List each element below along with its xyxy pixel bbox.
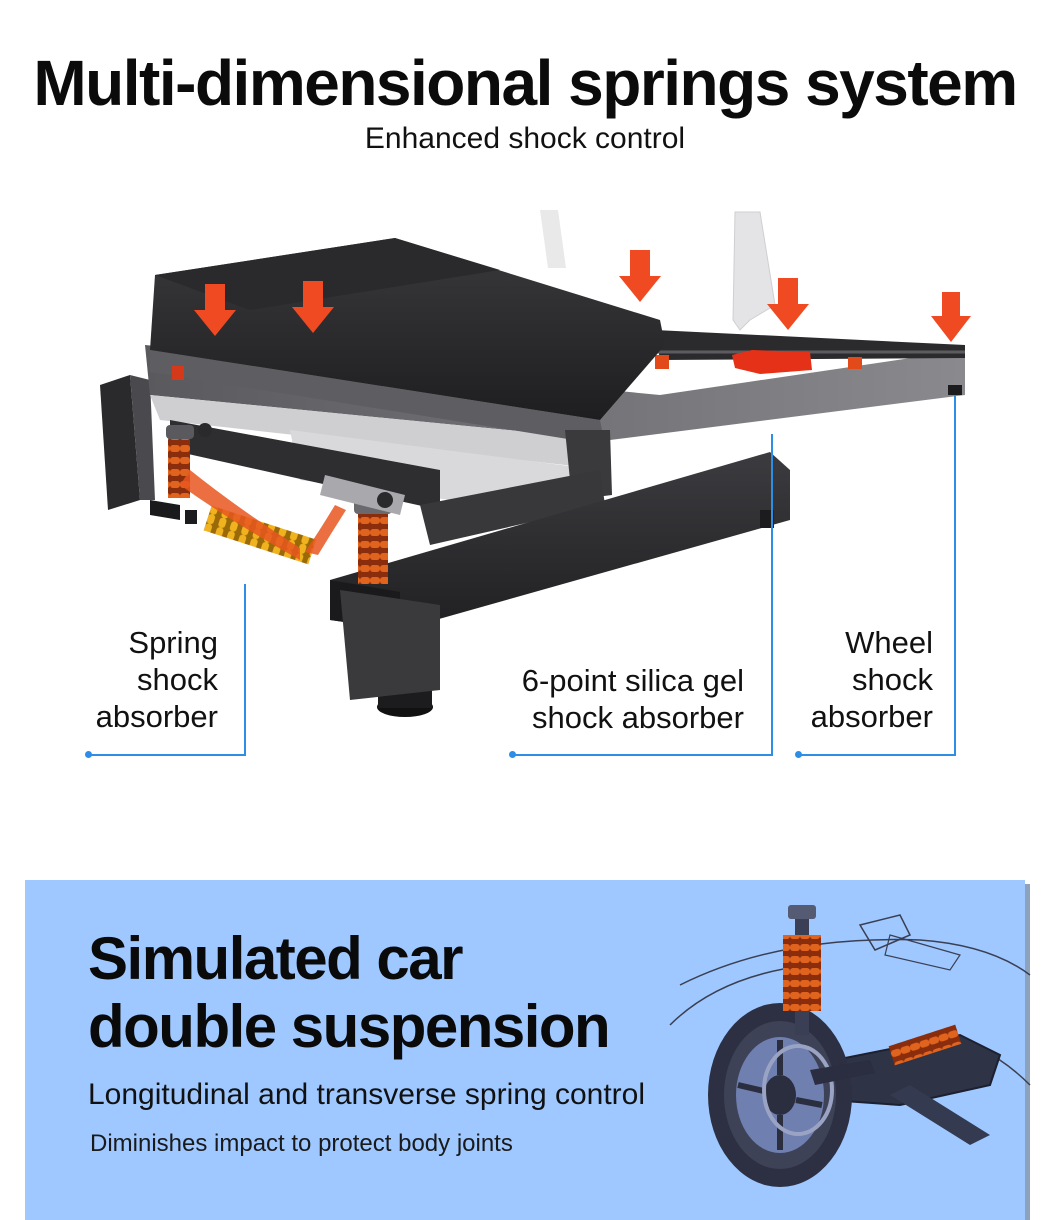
callout-spring-line3: absorber: [95, 699, 218, 734]
callout-spring-line1: Spring: [128, 625, 218, 660]
page-title: Multi-dimensional springs system: [33, 47, 1018, 119]
suspension-panel: [25, 880, 1025, 1220]
callout-line-wheel: [954, 395, 956, 756]
treadmill-illustration: [100, 210, 971, 717]
callout-line-spring-base: [88, 754, 246, 756]
callout-silica-line2: shock absorber: [532, 700, 744, 735]
callout-silica-gel-shock-absorber: 6-point silica gel shock absorber: [470, 662, 744, 736]
callout-line-spring: [244, 584, 246, 756]
suspension-subtitle: Longitudinal and transverse spring contr…: [88, 1078, 646, 1111]
callout-spring-line2: shock: [137, 662, 218, 697]
car-suspension-illustration: [669, 905, 1031, 1187]
callout-silica-line1: 6-point silica gel: [521, 663, 744, 698]
callout-spring-shock-absorber: Spring shock absorber: [60, 624, 218, 735]
callout-wheel-shock-absorber: Wheel shock absorber: [770, 624, 933, 735]
callout-line-wheel-base: [798, 754, 956, 756]
callout-wheel-line3: absorber: [810, 699, 933, 734]
callout-line-silica-base: [512, 754, 773, 756]
suspension-title-line2: double suspension: [88, 993, 611, 1060]
suspension-title: Simulated car double suspension: [88, 925, 688, 1061]
callout-wheel-line2: shock: [852, 662, 933, 697]
callout-dot-wheel: [795, 751, 802, 758]
callout-wheel-line1: Wheel: [845, 625, 933, 660]
callout-dot-spring: [85, 751, 92, 758]
suspension-description: Diminishes impact to protect body joints: [90, 1130, 513, 1157]
suspension-title-line1: Simulated car: [88, 925, 464, 992]
down-arrow-icon: [194, 250, 971, 342]
callout-dot-silica: [509, 751, 516, 758]
callout-line-silica: [771, 434, 773, 756]
page-subtitle: Enhanced shock control: [364, 122, 686, 155]
